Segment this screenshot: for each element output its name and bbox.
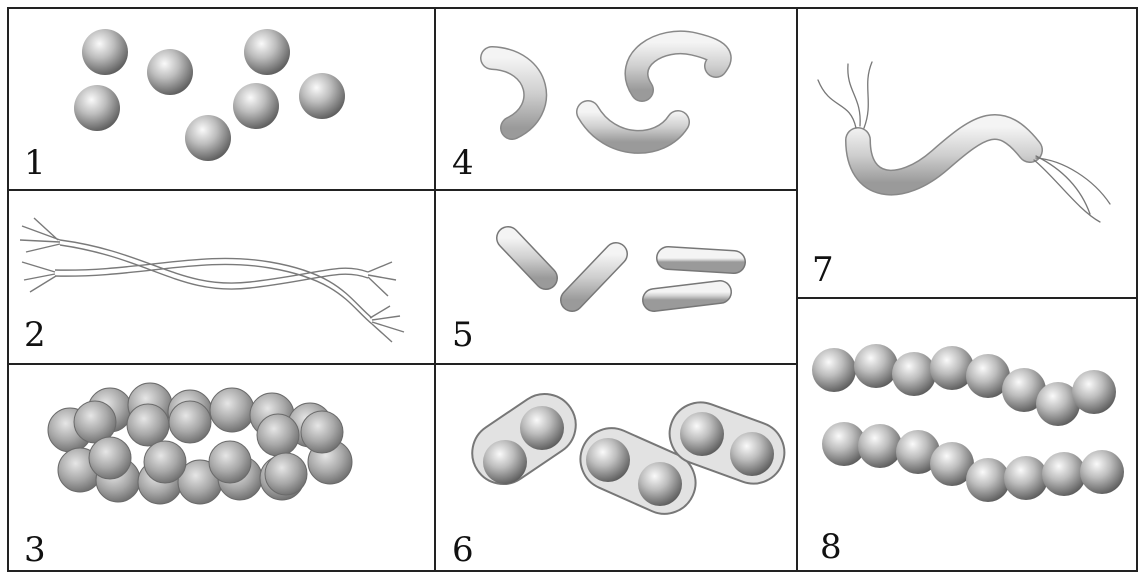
panel-4-vibrios-cell <box>636 42 719 90</box>
panel-3-staphylococci-cell <box>89 437 131 479</box>
panel-4-label: 4 <box>452 146 474 180</box>
panel-2-label: 2 <box>24 318 46 352</box>
panel-5-bacilli-cell <box>668 258 734 262</box>
panel-6-diplococci-cell <box>520 406 564 450</box>
panel-8-label: 8 <box>820 530 842 564</box>
panel-2-spirochetes-cell <box>20 218 60 252</box>
panel-6-diplococci-cell <box>680 412 724 456</box>
coccus <box>233 83 279 129</box>
panel-7-spirillum-cell <box>818 80 856 128</box>
panel-2-spirochetes-cell <box>55 264 372 324</box>
coccus <box>147 49 193 95</box>
panel-3-staphylococci-cell <box>144 441 186 483</box>
panel-8-streptococci-cell <box>1072 370 1116 414</box>
panel-3-staphylococci-cell <box>127 404 169 446</box>
panel-8-streptococci-cell <box>1042 452 1086 496</box>
panel-8-streptococci-cell <box>854 344 898 388</box>
coccus <box>244 29 290 75</box>
panel-8-streptococci-cell <box>966 458 1010 502</box>
panel-8-streptococci-cell <box>812 348 856 392</box>
panel-7-spirillum-cell <box>1036 158 1110 204</box>
panel-8-streptococci-cell <box>1080 450 1124 494</box>
panel-4-vibrios-cell <box>492 58 535 128</box>
panel-6-diplococci-cell <box>638 462 682 506</box>
panel-7-spirillum-cell <box>848 64 860 126</box>
panel-3-staphylococci-cell <box>210 388 254 432</box>
coccus <box>185 115 231 161</box>
panel-3-staphylococci-cell <box>209 441 251 483</box>
panel-6-diplococci <box>460 382 793 524</box>
panel-1-label: 1 <box>24 146 46 180</box>
panel-3-staphylococci <box>48 383 352 504</box>
panel-4-vibrios <box>492 42 720 141</box>
panel-8-streptococci <box>812 344 1124 502</box>
panel-7-spirillum-cell <box>858 127 1030 183</box>
panel-7-label: 7 <box>812 253 834 287</box>
panel-2-spirochetes <box>20 218 404 342</box>
panel-6-label: 6 <box>452 533 474 567</box>
panel-2-spirochetes-cell <box>370 306 404 342</box>
coccus <box>299 73 345 119</box>
panel-8-streptococci-cell <box>858 424 902 468</box>
coccus <box>74 85 120 131</box>
panel-6-diplococci-cell <box>586 438 630 482</box>
panel-5-bacilli-cell <box>654 292 720 300</box>
panel-6-diplococci-cell <box>483 440 527 484</box>
panel-3-staphylococci-cell <box>169 401 211 443</box>
panel-2-spirochetes-cell <box>22 262 56 292</box>
panel-5-bacilli-cell <box>508 238 546 278</box>
panel-7-spirillum <box>818 62 1110 222</box>
panel-3-staphylococci-cell <box>301 411 343 453</box>
panel-6-diplococci-cell <box>730 432 774 476</box>
panel-5-label: 5 <box>452 318 474 352</box>
panel-3-staphylococci-cell <box>257 414 299 456</box>
panel-7-spirillum-cell <box>864 62 872 128</box>
panel-5-bacilli <box>508 238 734 300</box>
panel-2-spirochetes-cell <box>368 262 396 296</box>
panel-3-staphylococci-cell <box>265 453 307 495</box>
coccus <box>82 29 128 75</box>
panel-1-cocci <box>74 29 345 161</box>
panel-8-streptococci-cell <box>1004 456 1048 500</box>
panel-3-label: 3 <box>24 533 46 567</box>
panel-8-streptococci-cell <box>892 352 936 396</box>
panel-4-vibrios-cell <box>588 112 678 142</box>
